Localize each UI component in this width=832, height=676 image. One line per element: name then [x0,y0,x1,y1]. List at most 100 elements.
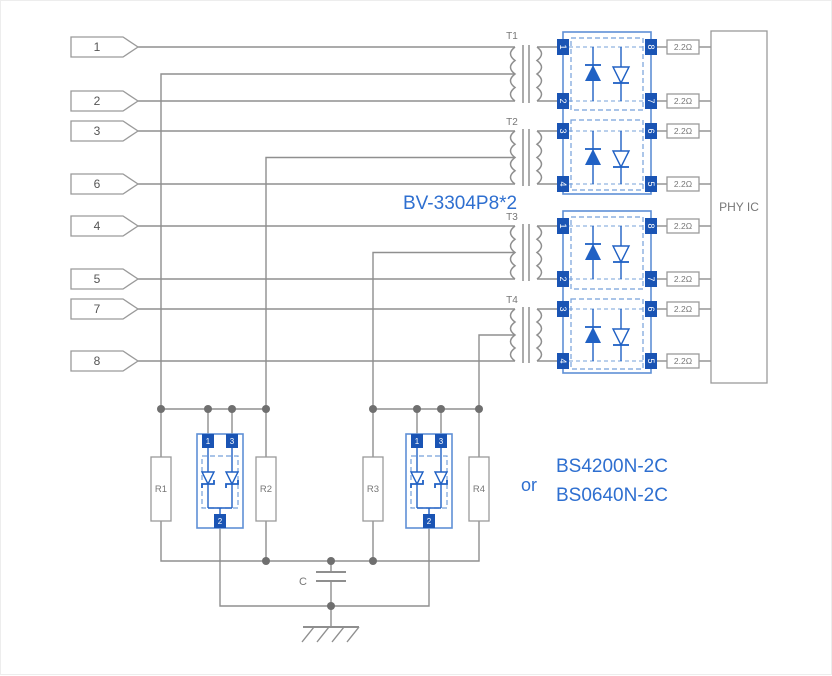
termination-resistor-r2: R2 [255,456,277,522]
channel-box [570,37,644,111]
series-resistor-8: 2.2Ω [666,353,700,369]
svg-text:3: 3 [230,437,235,446]
svg-text:2.2Ω: 2.2Ω [674,356,692,366]
diode-down-icon [611,150,631,169]
package-pins-right: 8 7 6 5 [645,218,657,369]
svg-text:3: 3 [558,128,568,133]
transformer-label: T1 [506,31,518,42]
diode-array-package-2: 1 2 3 4 8 7 6 5 [557,210,657,374]
pin-flag-label: 5 [94,272,101,286]
tvs-part-label-1: BS4200N-2C [556,456,668,477]
primary-coil [509,225,517,280]
svg-text:1: 1 [206,437,211,446]
svg-text:2.2Ω: 2.2Ω [674,96,692,106]
pin-flag-label: 4 [94,219,101,233]
diode-up-icon [585,327,601,343]
secondary-coil [535,130,543,185]
svg-text:2.2Ω: 2.2Ω [674,126,692,136]
ground-icon [301,626,360,643]
svg-text:2.2Ω: 2.2Ω [674,274,692,284]
pin-flag-label: 2 [94,94,101,108]
secondary-coil [535,46,543,102]
channel-box [570,298,644,370]
primary-coil [509,130,517,185]
transformer-t2: T2 [506,117,543,186]
svg-text:2: 2 [427,517,432,526]
diode-down-icon [611,245,631,264]
svg-text:5: 5 [646,358,656,363]
svg-text:3: 3 [558,306,568,311]
transformer-label: T2 [506,117,518,128]
connector-pin-7: 7 [70,298,140,320]
svg-text:4: 4 [558,358,568,363]
svg-text:6: 6 [646,128,656,133]
primary-coil [509,46,517,102]
svg-text:2.2Ω: 2.2Ω [674,221,692,231]
connector-pin-3: 3 [70,120,140,142]
svg-text:2: 2 [558,276,568,281]
zener-bar [434,480,448,488]
zener-diode-icon [224,471,240,486]
svg-text:2.2Ω: 2.2Ω [674,304,692,314]
pin-flag-shape [70,215,140,237]
pin-flag-shape [70,36,140,58]
zener-bar [201,480,215,488]
pin-flag-label: 7 [94,302,101,316]
zener-diode-icon [433,471,449,486]
diode-up-icon [585,65,601,81]
svg-text:2.2Ω: 2.2Ω [674,179,692,189]
part-label-diode-array: BV-3304P8*2 [403,193,517,214]
pin-flag-label: 3 [94,124,101,138]
phy-ic-block: PHY IC [710,30,768,384]
termination-resistor-r3: R3 [362,456,384,522]
svg-text:R1: R1 [155,484,167,495]
transformer-t4: T4 [506,295,543,363]
tvs-or-label: or [521,475,537,495]
primary-coil [509,308,517,362]
diode-down-icon [611,328,631,347]
channel-box [570,119,644,191]
wires [138,46,711,627]
series-resistor-7: 2.2Ω [666,301,700,317]
svg-text:1: 1 [558,44,568,49]
phy-label: PHY IC [719,200,759,214]
diode-down-icon [611,66,631,85]
package-outline [562,31,652,195]
svg-text:2: 2 [558,98,568,103]
diode-up-icon [585,244,601,260]
termination-resistor-r1: R1 [150,456,172,522]
connector-pin-4: 4 [70,215,140,237]
svg-text:2.2Ω: 2.2Ω [674,42,692,52]
svg-text:1: 1 [558,223,568,228]
diode-pair [585,309,631,361]
connector-pin-5: 5 [70,268,140,290]
svg-text:8: 8 [646,223,656,228]
svg-text:R2: R2 [260,484,272,495]
zener-diode-icon [200,471,216,486]
transformer-label: T4 [506,295,518,306]
series-resistor-1: 2.2Ω [666,39,700,55]
svg-text:4: 4 [558,181,568,186]
transformer-t1: T1 [506,31,543,103]
svg-text:7: 7 [646,98,656,103]
connector-pin-2: 2 [70,90,140,112]
transformer-label: T3 [506,212,518,223]
svg-text:7: 7 [646,276,656,281]
junction-dots [157,405,483,610]
package-pins-right: 8 7 6 5 [645,39,657,192]
series-resistor-3: 2.2Ω [666,123,700,139]
series-resistors: 2.2Ω 2.2Ω 2.2Ω 2.2Ω 2.2Ω 2.2Ω 2.2Ω 2.2Ω [666,39,700,369]
svg-text:5: 5 [646,181,656,186]
diode-pair [585,47,631,101]
pin-flag-shape [70,120,140,142]
pin-flag-shape [70,298,140,320]
pin-flag-shape [70,350,140,372]
pin-flag-shape [70,173,140,195]
series-resistor-5: 2.2Ω [666,218,700,234]
tvs-part-label-2: BS0640N-2C [556,485,668,506]
diode-up-icon [585,149,601,165]
svg-text:R4: R4 [473,484,485,495]
diode-pair [585,226,631,279]
